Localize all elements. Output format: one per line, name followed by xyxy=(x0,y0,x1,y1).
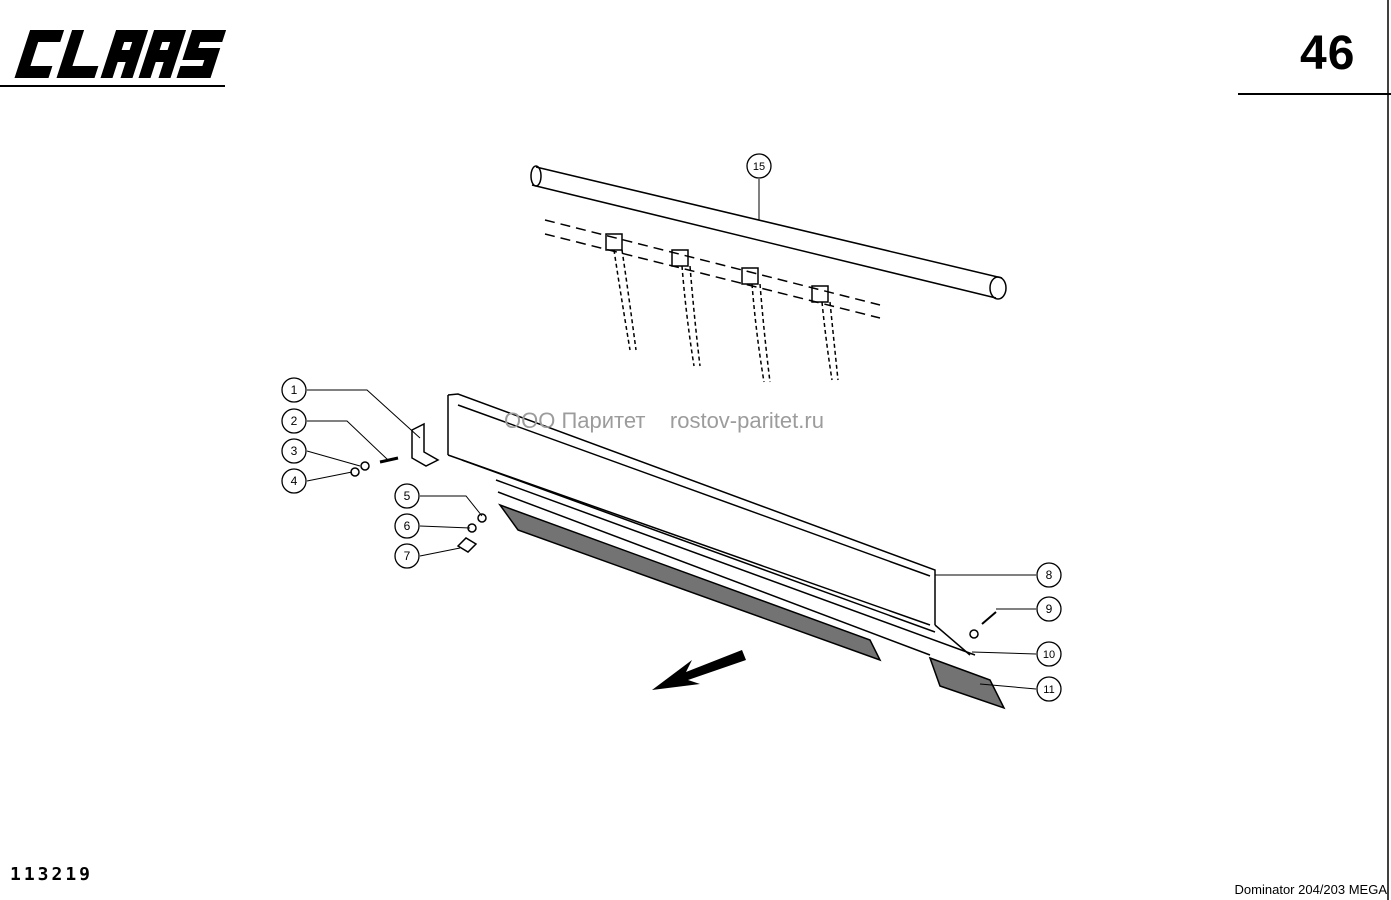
nut-part xyxy=(350,467,360,477)
rubber-strip xyxy=(495,479,1006,710)
callout-1-label: 1 xyxy=(291,383,298,397)
clip-part-7 xyxy=(456,537,478,553)
callout-5-label: 5 xyxy=(404,489,411,503)
callout-6-circle xyxy=(394,513,420,539)
callout-9-circle xyxy=(1036,596,1062,622)
document-number: 113219 xyxy=(10,864,94,885)
washer-part xyxy=(360,461,370,471)
bolt-part xyxy=(379,456,399,464)
callout-10-label: 10 xyxy=(1043,649,1055,661)
callout-11-label: 11 xyxy=(1043,684,1054,696)
callout-3-circle xyxy=(281,438,307,464)
callout-10-circle xyxy=(1036,641,1062,667)
model-label: Dominator 204/203 MEGA xyxy=(1234,882,1387,897)
callout-7-circle xyxy=(394,543,420,569)
callout-3-label: 3 xyxy=(291,444,298,458)
callout-8-label: 8 xyxy=(1046,568,1053,582)
bolt-part-9 xyxy=(981,611,997,625)
callout-4-circle xyxy=(281,468,307,494)
callout-7-label: 7 xyxy=(404,549,411,563)
callout-9-label: 9 xyxy=(1046,602,1053,616)
page-number: 46 xyxy=(1300,27,1356,80)
callout-15-label: 15 xyxy=(753,161,765,173)
callout-1-circle xyxy=(281,377,307,403)
callout-11-circle xyxy=(1036,676,1062,702)
bracket-part xyxy=(411,422,440,467)
nut-part-5 xyxy=(477,513,487,523)
nut-part-10 xyxy=(969,629,979,639)
watermark-site: rostov-paritet.ru xyxy=(669,408,824,433)
tube-part xyxy=(530,165,1007,300)
direction-arrow xyxy=(652,650,746,690)
angle-plate xyxy=(447,393,971,656)
callout-5-circle xyxy=(394,483,420,509)
callout-8-circle xyxy=(1036,562,1062,588)
callout-2-circle xyxy=(281,408,307,434)
axis-line-top xyxy=(544,219,881,306)
axis-line-bottom xyxy=(544,233,881,319)
watermark-company: ООО Паритет xyxy=(504,408,646,433)
callout-15-circle xyxy=(746,153,772,179)
callout-4-label: 4 xyxy=(291,474,298,488)
watermark: ООО Паритет rostov-paritet.ru xyxy=(504,408,824,434)
callout-6-label: 6 xyxy=(404,519,411,533)
claas-logo xyxy=(14,30,227,78)
callout-2-label: 2 xyxy=(291,414,298,428)
